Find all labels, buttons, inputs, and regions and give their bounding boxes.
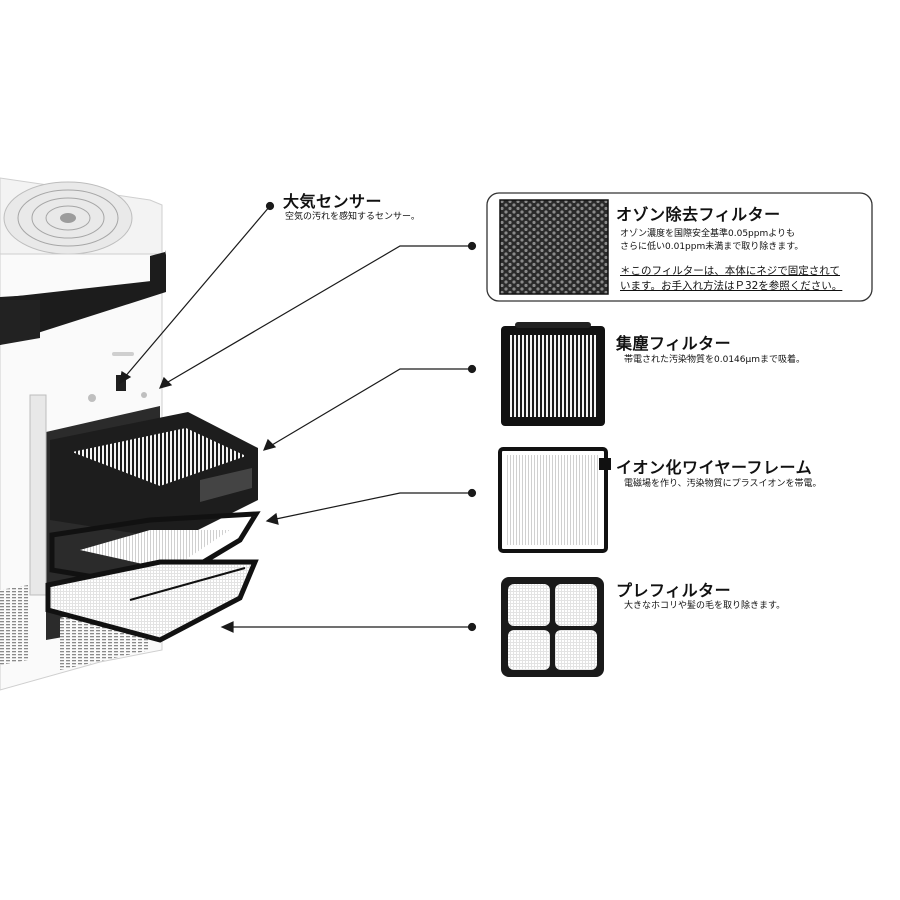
dust-filter-image	[501, 322, 605, 426]
dust-filter-tray	[50, 412, 258, 540]
pre-filter-tray	[45, 559, 259, 643]
ozone-filter-title: オゾン除去フィルター	[616, 205, 781, 224]
ozone-filter-note-1: ＊このフィルターは、本体にネジで固定されて	[620, 265, 840, 277]
sensor-description: 空気の汚れを感知するセンサー。	[285, 212, 420, 222]
ozone-filter-description-1: オゾン濃度を国際安全基準0.05ppmよりも	[620, 229, 796, 239]
ionizer-frame-title: イオン化ワイヤーフレーム	[616, 458, 813, 477]
sensor-arrow	[119, 371, 132, 385]
ozone-filter-image	[499, 199, 609, 295]
ionizer-frame-description: 電磁場を作り、汚染物質にプラスイオンを帯電。	[624, 479, 822, 489]
fan-icon	[3, 181, 133, 255]
pre-filter-title: プレフィルター	[616, 581, 732, 600]
dust-filter-title: 集塵フィルター	[616, 334, 732, 353]
ionizer-frame-image	[498, 447, 611, 553]
ozone-filter-description-2: さらに低い0.01ppm未満まで取り除きます。	[620, 242, 804, 252]
sensor-title: 大気センサー	[283, 192, 383, 211]
leader-lines	[119, 201, 477, 633]
pre-filter-image	[501, 577, 604, 677]
pre-filter-description: 大きなホコリや髪の毛を取り除きます。	[624, 601, 786, 611]
ozone-filter-note-2: います。お手入れ方法はＰ32を参照ください。	[620, 280, 843, 292]
air-purifier-illustration	[0, 177, 261, 691]
dust-filter-description: 帯電された汚染物質を0.0146μmまで吸着。	[624, 355, 805, 365]
ionizer-frame-tray	[49, 511, 261, 591]
